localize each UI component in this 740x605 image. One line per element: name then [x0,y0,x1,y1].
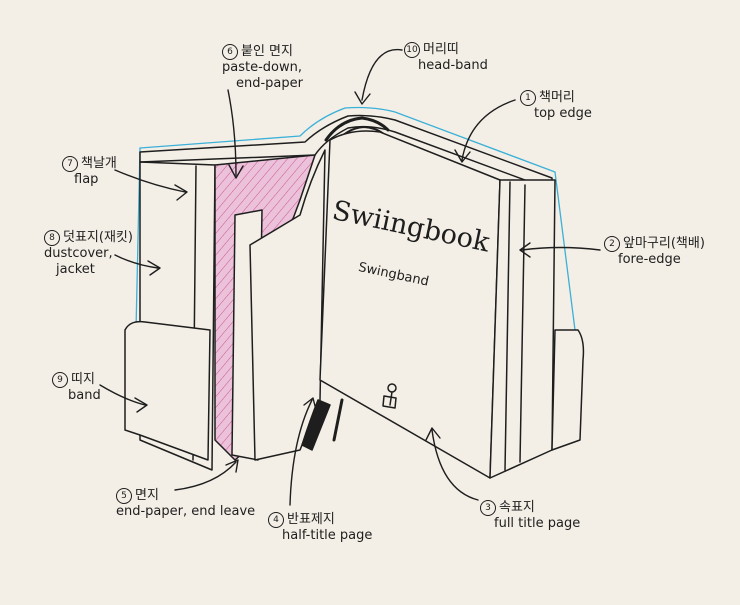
front-cover [320,131,500,478]
label-band: 9띠지 band [52,372,101,404]
label-half-title-page: 4반표제지 half-title page [268,512,372,544]
band-left [125,322,210,460]
label-full-title-page: 3속표지 full title page [480,500,580,532]
arrow-end-paper [175,460,238,490]
arrow-head-band [355,50,402,104]
band-right [552,330,583,450]
arrow-flap [115,170,187,200]
label-flap: 7책날개 flap [62,156,117,188]
label-paste-down: 6붙인 면지 paste-down, end-paper [222,44,303,92]
label-fore-edge: 2앞마구리(책배) fore-edge [604,236,705,268]
label-top-edge: 1책머리 top edge [520,90,592,122]
label-end-paper: 5면지 end-paper, end leave [116,488,255,520]
label-dustcover: 8덧표지(재킷) dustcover, jacket [44,230,133,278]
label-head-band: 10머리띠 head-band [404,42,488,74]
